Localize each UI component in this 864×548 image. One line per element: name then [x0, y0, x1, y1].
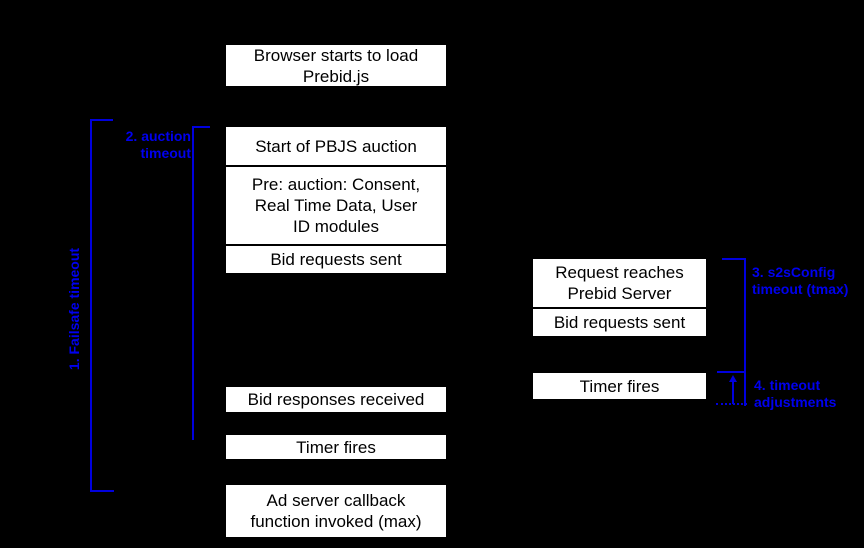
box-bid-requests-sent-client: Bid requests sent — [226, 244, 446, 273]
box-timer-fires-client: Timer fires — [226, 435, 446, 459]
server-phase-stack: Request reaches Prebid Server Bid reques… — [533, 259, 706, 336]
arrow-up-shaft — [732, 381, 734, 404]
failsafe-bracket-tick-top — [90, 119, 113, 121]
box-pre-auction-modules: Pre: auction: Consent, Real Time Data, U… — [226, 165, 446, 244]
auction-phase-stack: Start of PBJS auction Pre: auction: Cons… — [226, 127, 446, 273]
failsafe-bracket-line — [90, 119, 92, 492]
failsafe-bracket-tick-bottom — [90, 490, 114, 492]
adjusted-timeout-dotted-line — [716, 403, 747, 405]
box-ad-server-callback: Ad server callback function invoked (max… — [226, 485, 446, 537]
s2s-bracket-line — [744, 258, 746, 406]
failsafe-timeout-label: 1. Failsafe timeout — [66, 247, 82, 371]
arrow-up-icon — [729, 375, 737, 382]
box-request-reaches-server: Request reaches Prebid Server — [533, 259, 706, 307]
box-browser-starts-load: Browser starts to load Prebid.js — [226, 45, 446, 86]
auction-bracket-tick-top — [192, 126, 210, 128]
timeout-adjustments-label: 4. timeout adjustments — [754, 377, 837, 410]
box-bid-responses-received: Bid responses received — [226, 387, 446, 412]
box-timer-fires-server: Timer fires — [533, 373, 706, 399]
auction-bracket-line — [192, 126, 194, 440]
s2s-bracket-tick-mid — [717, 371, 746, 373]
box-bid-requests-sent-server: Bid requests sent — [533, 307, 706, 336]
auction-timeout-label: 2. auction timeout — [125, 128, 191, 161]
box-start-of-auction: Start of PBJS auction — [226, 127, 446, 165]
s2s-bracket-tick-top — [722, 258, 746, 260]
s2s-timeout-label: 3. s2sConfig timeout (tmax) — [752, 264, 849, 297]
